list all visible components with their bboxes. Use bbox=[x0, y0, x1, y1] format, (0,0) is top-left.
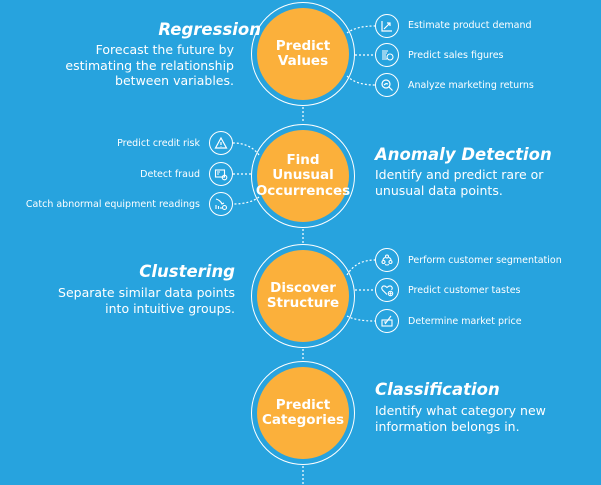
customer-segment-icon bbox=[375, 248, 399, 272]
node-label-line: Find bbox=[286, 151, 320, 168]
item-determine-market-price: Determine market price bbox=[408, 316, 522, 327]
technique-description-clustering: Separate similar data points into intuit… bbox=[58, 285, 235, 316]
item-predict-customer-tastes: Predict customer tastes bbox=[408, 285, 521, 296]
technique-description-regression: Forecast the future by estimating the re… bbox=[65, 42, 234, 88]
technique-description-classification: Identify what category new information b… bbox=[375, 403, 546, 434]
node-ring-find-unusual bbox=[251, 124, 355, 228]
item-predict-credit-risk: Predict credit risk bbox=[117, 138, 200, 149]
branch-1-a bbox=[346, 25, 376, 34]
node-ring-discover-structure bbox=[251, 244, 355, 348]
node-label-line: Discover bbox=[270, 279, 336, 296]
trend-arrow-icon bbox=[375, 14, 399, 38]
heart-plus-icon bbox=[375, 278, 399, 302]
node-ring-predict-values bbox=[251, 2, 355, 106]
item-detect-fraud: Detect fraud bbox=[140, 169, 200, 180]
price-tag-icon bbox=[375, 309, 399, 333]
node-label-line: Categories bbox=[261, 412, 345, 428]
item-estimate-product-demand: Estimate product demand bbox=[408, 20, 532, 31]
branch-3-a bbox=[346, 259, 376, 276]
node-label-line: Structure bbox=[266, 295, 340, 311]
sales-coin-icon bbox=[375, 43, 399, 67]
node-label-line: Values bbox=[277, 53, 329, 69]
node-label-line: Predict bbox=[275, 396, 331, 413]
branch-3-c bbox=[346, 315, 376, 322]
technique-heading-clustering: Clustering bbox=[139, 262, 235, 281]
branch-1-c bbox=[346, 75, 376, 86]
warning-icon bbox=[209, 131, 233, 155]
equipment-reading-icon bbox=[209, 192, 233, 216]
item-analyze-marketing-returns: Analyze marketing returns bbox=[408, 80, 534, 91]
item-catch-abnormal-equipment-readings: Catch abnormal equipment readings bbox=[25, 199, 200, 210]
technique-heading-regression: Regression bbox=[158, 20, 261, 39]
node-label-line: Predict bbox=[275, 37, 331, 54]
item-predict-sales-figures: Predict sales figures bbox=[408, 50, 504, 61]
fraud-card-icon bbox=[209, 162, 233, 186]
magnifier-chart-icon bbox=[375, 73, 399, 97]
branch-2-c bbox=[232, 196, 260, 205]
node-label-line: Unusual bbox=[272, 167, 334, 184]
technique-heading-anomaly-detection: Anomaly Detection bbox=[375, 145, 552, 164]
item-perform-customer-segmentation: Perform customer segmentation bbox=[408, 255, 562, 266]
node-label-line: Occurrences bbox=[255, 182, 351, 199]
node-ring-predict-categories bbox=[251, 361, 355, 465]
technique-heading-classification: Classification bbox=[375, 380, 500, 399]
technique-description-anomaly-detection: Identify and predict rare or unusual dat… bbox=[375, 167, 544, 198]
